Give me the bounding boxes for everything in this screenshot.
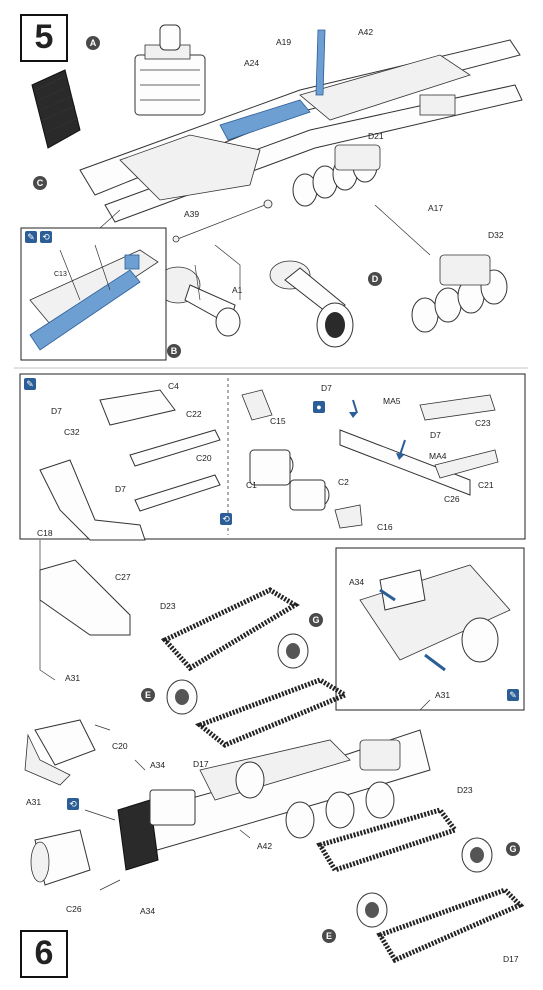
rotate-icon: ⟲ [40, 231, 52, 243]
label-d32: D32 [488, 230, 504, 240]
glue-icon: ✎ [25, 231, 37, 243]
label-a31-b: A31 [26, 797, 42, 807]
track-d17-top [195, 677, 351, 748]
sprocket-wheels [166, 633, 493, 928]
label-a1: A1 [232, 285, 243, 295]
label-a42: A42 [358, 27, 374, 37]
label-d7-b: D7 [115, 484, 126, 494]
callout-d: D [368, 272, 382, 286]
label-d17-top: D17 [193, 759, 209, 769]
label-c4: C4 [168, 381, 179, 391]
radiator-part [31, 69, 81, 149]
glue-icon: ✎ [24, 378, 36, 390]
label-a24: A24 [244, 58, 260, 68]
label-c20: C20 [196, 453, 212, 463]
callout-a: A [86, 36, 100, 50]
label-d7-c: D7 [321, 383, 332, 393]
step-number-6: 6 [20, 930, 68, 978]
label-a39: A39 [184, 209, 200, 219]
label-c26-step6: C26 [66, 904, 82, 914]
label-a19: A19 [276, 37, 292, 47]
step5-detail-inset [20, 227, 167, 361]
label-d7-a: D7 [51, 406, 62, 416]
label-a34-b: A34 [140, 906, 156, 916]
label-d23-bottom: D23 [457, 785, 473, 795]
step6-chassis [129, 729, 431, 856]
label-d7-d: D7 [430, 430, 441, 440]
label-c21: C21 [478, 480, 494, 490]
label-d21: D21 [368, 131, 384, 141]
label-c27: C27 [115, 572, 131, 582]
callout-b: B [167, 344, 181, 358]
step6-bumper-parts [24, 719, 96, 886]
label-c2: C2 [338, 477, 349, 487]
step6-detail-inset [335, 547, 525, 711]
callout-g-bottom: G [506, 842, 520, 856]
label-ma5: MA5 [383, 396, 401, 406]
rotate-icon: ⟲ [220, 513, 232, 525]
bogie-d32 [411, 254, 508, 333]
callout-g-top: G [309, 613, 323, 627]
front-axle-part [155, 266, 241, 337]
track-d23-top [160, 587, 300, 672]
label-a34-a: A34 [150, 760, 166, 770]
track-d17-bottom [376, 887, 525, 964]
label-c16: C16 [377, 522, 393, 532]
label-c20-step6: C20 [112, 741, 128, 751]
label-d23-top: D23 [160, 601, 176, 611]
callout-e-top: E [141, 688, 155, 702]
label-c1: C1 [246, 480, 257, 490]
step5-chassis [79, 29, 523, 223]
label-a42-step6: A42 [257, 841, 273, 851]
callout-c: C [33, 176, 47, 190]
paint-icon: ● [313, 401, 325, 413]
glue-icon: ✎ [507, 689, 519, 701]
label-c15: C15 [270, 416, 286, 426]
step-number-5: 5 [20, 14, 68, 62]
label-c23: C23 [475, 418, 491, 428]
engine-part [134, 24, 206, 116]
rear-axle-part [269, 260, 354, 348]
label-a17: A17 [428, 203, 444, 213]
label-c13: C13 [54, 271, 67, 278]
label-c32: C32 [64, 427, 80, 437]
label-a34-inset: A34 [349, 577, 365, 587]
callout-e-bottom: E [322, 929, 336, 943]
bogie-d21 [292, 144, 381, 207]
drum-parts [241, 389, 499, 529]
label-a31-a: A31 [65, 673, 81, 683]
label-c18: C18 [37, 528, 53, 538]
label-ma4: MA4 [429, 451, 447, 461]
label-c26: C26 [444, 494, 460, 504]
label-c22: C22 [186, 409, 202, 419]
rotate-icon: ⟲ [67, 798, 79, 810]
label-a31-inset: A31 [435, 690, 451, 700]
label-d17-bottom: D17 [503, 954, 519, 964]
